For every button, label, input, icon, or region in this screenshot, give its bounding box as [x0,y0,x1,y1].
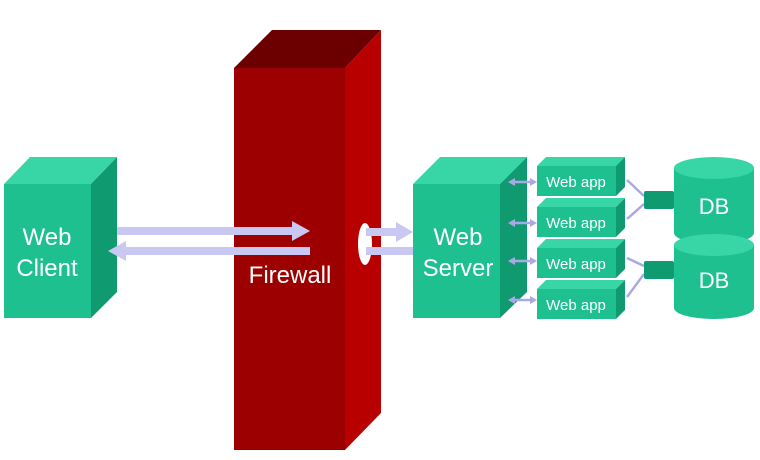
app-db-line [626,203,645,220]
web-app-3-top [537,239,625,248]
app-db-connectors [625,179,646,298]
firewall-server-arrows [366,222,414,255]
web-app-1-side [616,157,625,196]
web-server-front [413,184,500,318]
arrow-to-client [108,241,310,261]
arrowhead [508,219,515,227]
web-client-label-line1: Web [23,224,72,251]
web-app-node-3: Web app [537,239,625,278]
arrowhead [508,296,515,304]
arrowhead [530,296,537,304]
web-client-side [91,157,117,318]
arrow-from-server [366,247,414,255]
db-node-1: DB [674,157,754,244]
web-client-label-line2: Client [16,255,78,282]
web-client-front [4,184,91,318]
db-node-2: DB [674,234,754,319]
web-app-2-side [616,198,625,237]
web-server-node: Web Server [413,157,527,318]
web-app-2-top [537,198,625,207]
web-app-3-front [537,248,616,278]
arrow-to-server [366,222,413,242]
firewall-front [234,68,345,450]
db-connector-plugs [644,191,674,279]
web-server-side [500,157,527,318]
web-app-node-2: Web app [537,198,625,237]
web-app-4-side [616,280,625,319]
app-db-line [626,256,645,268]
db-connector-plug-1 [644,191,674,209]
web-app-3-side [616,239,625,278]
web-app-node-4: Web app [537,280,625,319]
web-app-3-label: Web app [546,256,606,273]
web-app-2-front [537,207,616,237]
db-2-bottom [674,297,754,319]
app-db-line [626,179,645,197]
db-2-top [674,234,754,256]
db-1-label: DB [699,194,730,219]
arrowhead [530,257,537,265]
web-server-top [413,157,527,184]
firewall-node: Firewall [234,30,381,450]
db-2-label: DB [699,268,730,293]
web-server-label-line2: Server [423,255,494,282]
web-app-4-top [537,280,625,289]
firewall-label: Firewall [249,262,332,289]
firewall-top [234,30,381,68]
arrowhead [530,178,537,186]
web-client-top [4,157,117,184]
web-app-1-label: Web app [546,174,606,191]
arrowhead [508,178,515,186]
app-db-line [625,273,646,298]
web-app-1-front [537,166,616,196]
arrowhead [508,257,515,265]
db-1-top [674,157,754,179]
web-app-node-1: Web app [537,157,625,196]
web-app-1-top [537,157,625,166]
web-client-node: Web Client [4,157,117,318]
server-app-arrowheads [508,178,537,304]
web-app-4-front [537,289,616,319]
arrow-to-firewall [117,221,310,241]
db-connector-plug-2 [644,261,674,279]
server-app-arrows [512,180,533,302]
arrowhead [530,219,537,227]
web-app-2-label: Web app [546,215,606,232]
web-server-label-line1: Web [434,224,483,251]
client-firewall-arrows [108,221,310,261]
web-app-4-label: Web app [546,297,606,314]
